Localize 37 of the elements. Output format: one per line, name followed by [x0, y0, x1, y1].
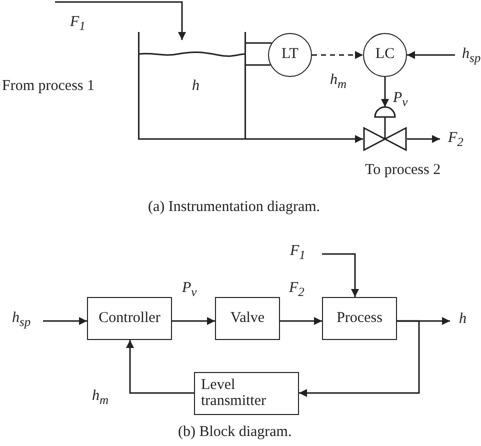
- process-label: From process 1: [2, 78, 94, 95]
- arrow: [381, 77, 389, 107]
- connector-line: [245, 42, 272, 66]
- edge-label: P$_{v}$: [393, 90, 408, 110]
- signal-arrow: [322, 253, 359, 297]
- arrow: [299, 320, 420, 397]
- instrument-circle: LC: [363, 33, 407, 77]
- edge-label: h$_{sp}$: [12, 310, 31, 330]
- arrow: [246, 135, 363, 143]
- tank-drawing: [138, 32, 246, 140]
- edge-label: h$_{m}$: [330, 72, 347, 92]
- signal-arrow: [55, 1, 186, 40]
- control-valve-icon: [363, 105, 407, 151]
- edge-label: h$_{sp}$: [462, 46, 481, 66]
- arrow: [126, 340, 194, 394]
- edge-label: F$_{2}$: [289, 280, 304, 300]
- block-box: Valve: [215, 297, 280, 340]
- edge-label: P$_{v}$: [182, 280, 197, 300]
- figure-caption: (b) Block diagram.: [178, 424, 292, 441]
- block-box: Process: [322, 297, 397, 340]
- arrow: [172, 317, 215, 325]
- signal-arrow: [407, 135, 440, 143]
- edge-label: F$_{1}$: [290, 243, 306, 263]
- arrow: [280, 317, 322, 325]
- instrument-circle: LT: [268, 33, 312, 77]
- block-box: Level transmitter: [194, 372, 299, 415]
- edge-label: F$_{2}$: [448, 130, 464, 150]
- signal-arrow: [43, 317, 87, 325]
- edge-label: h: [459, 311, 466, 328]
- figure-caption: (a) Instrumentation diagram.: [148, 199, 320, 216]
- edge-label: F$_{1}$: [70, 14, 86, 34]
- arrow: [312, 51, 363, 59]
- signal-arrow: [407, 51, 455, 59]
- edge-label: h$_{m}$: [92, 388, 109, 408]
- level-label: h: [192, 78, 200, 95]
- process-label: To process 2: [365, 162, 441, 179]
- block-box: Controller: [87, 297, 172, 340]
